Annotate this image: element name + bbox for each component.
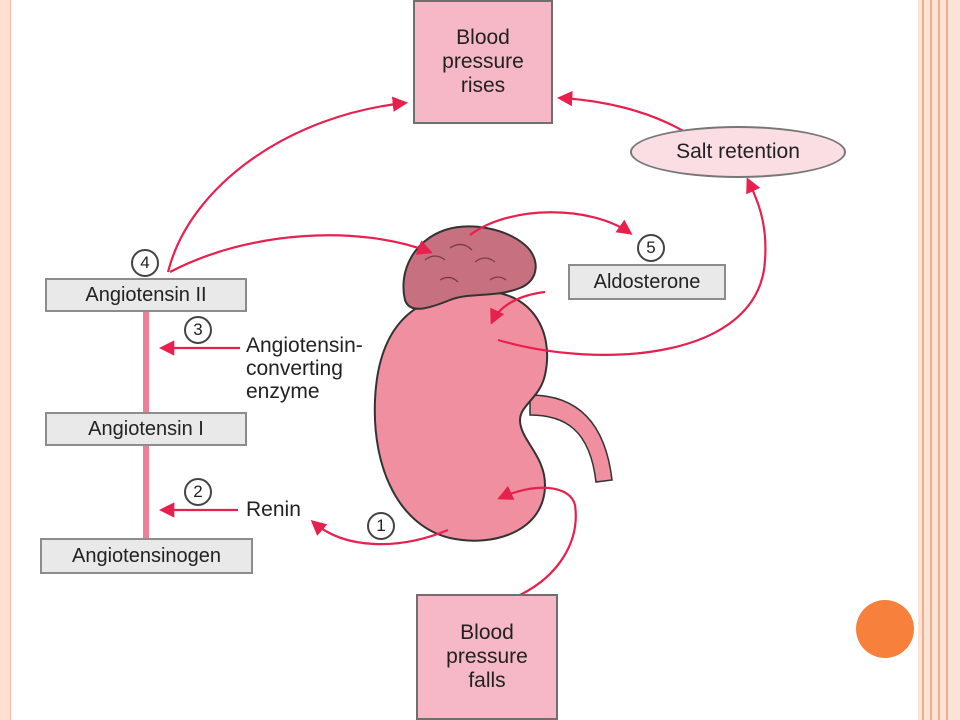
arrow-kidney-to-salt-retention (497, 177, 767, 356)
angiotensinogen-box: Angiotensinogen (40, 538, 253, 574)
ace-label: Angiotensin- converting enzyme (246, 334, 363, 403)
arrow-adrenal-to-aldosterone (469, 211, 633, 236)
arrow-aldosterone-to-kidney (490, 290, 546, 325)
slide-frame-left (0, 0, 11, 720)
angiotensin-i-box: Angiotensin I (45, 412, 247, 446)
step-4-badge: 4 (131, 249, 159, 277)
salt-retention-ellipse: Salt retention (630, 126, 846, 178)
step-2-badge: 2 (184, 478, 212, 506)
aldosterone-box: Aldosterone (568, 264, 726, 300)
step-1-badge: 1 (367, 512, 395, 540)
angiotensin-ii-box: Angiotensin II (45, 278, 247, 312)
step-3-badge: 3 (184, 316, 212, 344)
blood-pressure-rises-box: Blood pressure rises (413, 0, 553, 124)
orange-accent-dot (856, 600, 914, 658)
arrow-angII-to-adrenal (169, 234, 433, 273)
step-5-badge: 5 (637, 234, 665, 262)
adrenal-gland-icon (402, 225, 537, 310)
arrow-bp-falls-to-kidney (497, 485, 577, 596)
renin-label: Renin (246, 498, 301, 521)
arrow-kidney-to-renin (310, 519, 449, 546)
kidney-icon (373, 290, 549, 542)
slide-frame-right (918, 0, 960, 720)
arrow-angII-to-bp-rises (166, 96, 409, 273)
blood-pressure-falls-box: Blood pressure falls (416, 594, 558, 720)
arrow-salt-to-bp-rises (556, 90, 691, 136)
ureter-icon (529, 394, 613, 483)
